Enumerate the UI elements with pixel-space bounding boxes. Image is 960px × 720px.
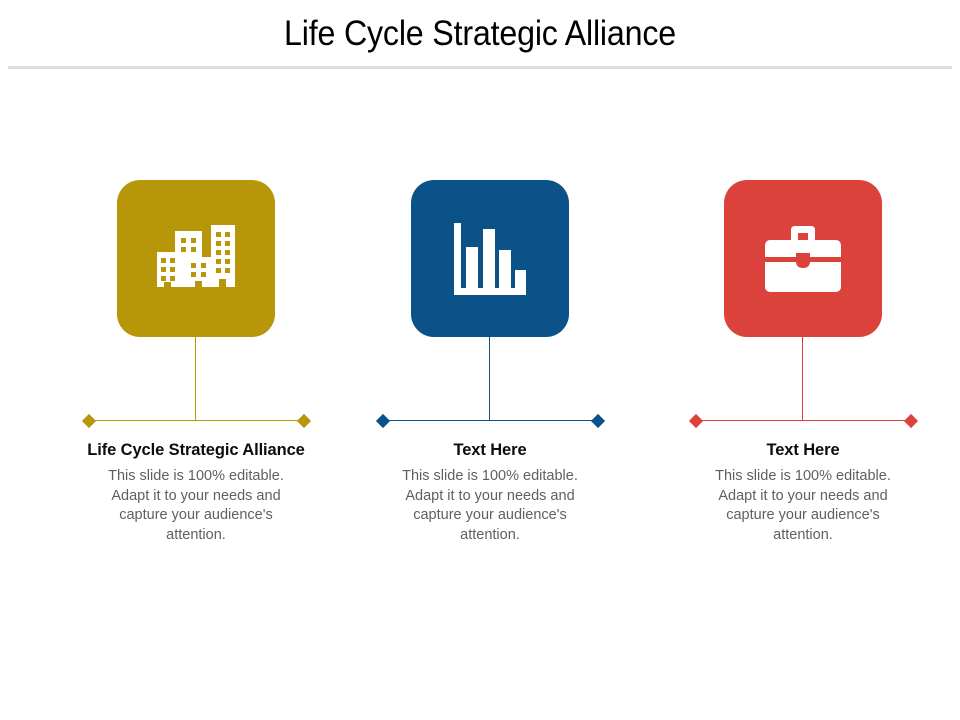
connector-rule <box>382 420 598 422</box>
item-heading: Text Here <box>453 441 527 459</box>
briefcase-icon <box>763 224 843 294</box>
header-divider <box>8 66 952 69</box>
connector-diamond-left <box>375 413 391 428</box>
connector-bar-chart <box>340 336 640 431</box>
text-block: Life Cycle Strategic Alliance This slide… <box>46 440 346 545</box>
buildings-icon <box>157 224 235 293</box>
page-title: Life Cycle Strategic Alliance <box>283 14 676 53</box>
item-heading: Life Cycle Strategic Alliance <box>87 441 305 459</box>
icon-tile-bar-chart[interactable] <box>411 180 569 337</box>
item-body: This slide is 100% editable. Adapt it to… <box>402 468 578 543</box>
item-body: This slide is 100% editable. Adapt it to… <box>715 468 891 543</box>
icon-tile-briefcase[interactable] <box>724 180 882 337</box>
content-column: Text Here This slide is 100% editable. A… <box>340 0 640 720</box>
connector-stem <box>802 336 804 421</box>
item-body: This slide is 100% editable. Adapt it to… <box>108 468 284 543</box>
connector-buildings <box>46 336 346 431</box>
connector-stem <box>195 336 197 421</box>
content-column: Text Here This slide is 100% editable. A… <box>653 0 953 720</box>
connector-stem <box>489 336 491 421</box>
connector-diamond-right <box>590 413 606 428</box>
connector-diamond-right <box>903 413 919 428</box>
connector-diamond-left <box>81 413 97 428</box>
icon-tile-buildings[interactable] <box>117 180 275 337</box>
connector-diamond-left <box>688 413 704 428</box>
connector-diamond-right <box>296 413 312 428</box>
item-heading: Text Here <box>766 441 840 459</box>
bar-chart-icon <box>454 222 526 295</box>
text-block: Text Here This slide is 100% editable. A… <box>340 440 640 545</box>
connector-briefcase <box>653 336 953 431</box>
slide-header: Life Cycle Strategic Alliance <box>0 0 960 70</box>
content-column: Life Cycle Strategic Alliance This slide… <box>46 0 346 720</box>
text-block: Text Here This slide is 100% editable. A… <box>653 440 953 545</box>
connector-rule <box>695 420 911 422</box>
connector-rule <box>88 420 304 422</box>
